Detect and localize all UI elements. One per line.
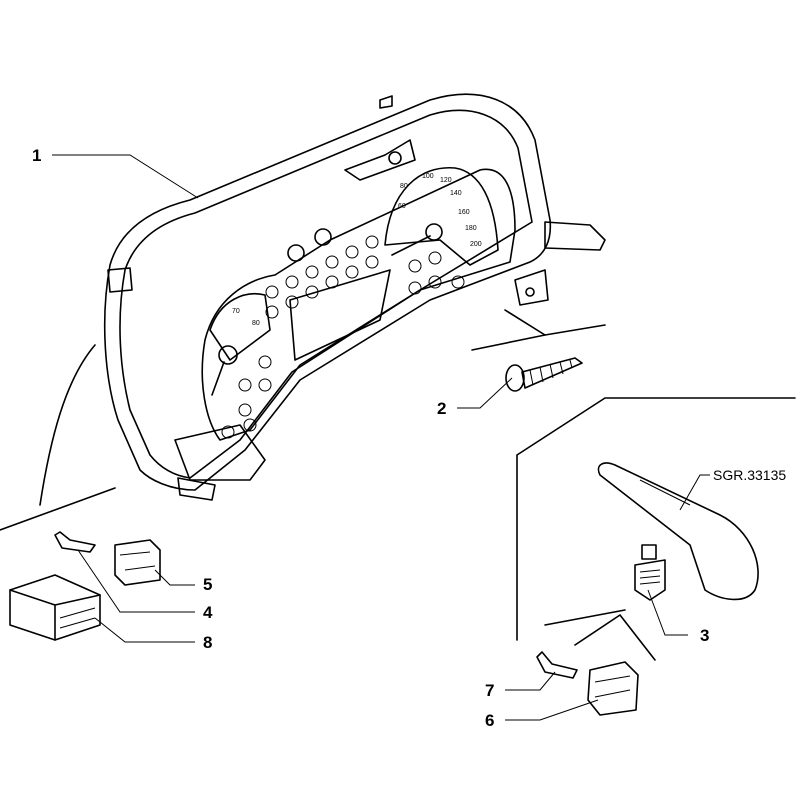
callout-5: 5 [203, 575, 212, 594]
svg-text:80: 80 [252, 320, 260, 327]
svg-text:70: 70 [232, 308, 240, 315]
callout-8: 8 [203, 633, 212, 652]
callout-3: 3 [700, 626, 709, 645]
instrument-cluster: 60 80 100 120 140 160 180 200 70 80 [103, 93, 606, 501]
gauge-labels: 60 80 100 120 140 160 180 200 70 80 [232, 173, 482, 327]
terminal-7 [536, 651, 578, 679]
connector-5 [114, 539, 161, 586]
callout-2: 2 [437, 399, 446, 418]
handbrake-switch [634, 544, 666, 601]
svg-text:180: 180 [465, 225, 477, 232]
callout-7: 7 [485, 681, 494, 700]
svg-text:200: 200 [470, 241, 482, 248]
screw [505, 357, 583, 392]
handbrake-lever [597, 462, 759, 601]
svg-text:100: 100 [422, 173, 434, 180]
svg-text:60: 60 [398, 203, 406, 210]
svg-text:80: 80 [400, 183, 408, 190]
callout-4: 4 [203, 603, 213, 622]
callout-1: 1 [32, 146, 41, 165]
svg-text:120: 120 [440, 177, 452, 184]
connector-6 [587, 661, 639, 716]
reference-label: SGR.33135 [713, 467, 786, 483]
svg-text:160: 160 [458, 209, 470, 216]
svg-text:140: 140 [450, 190, 462, 197]
terminal-4 [54, 531, 96, 553]
control-unit-8 [9, 574, 101, 641]
callout-6: 6 [485, 711, 494, 730]
